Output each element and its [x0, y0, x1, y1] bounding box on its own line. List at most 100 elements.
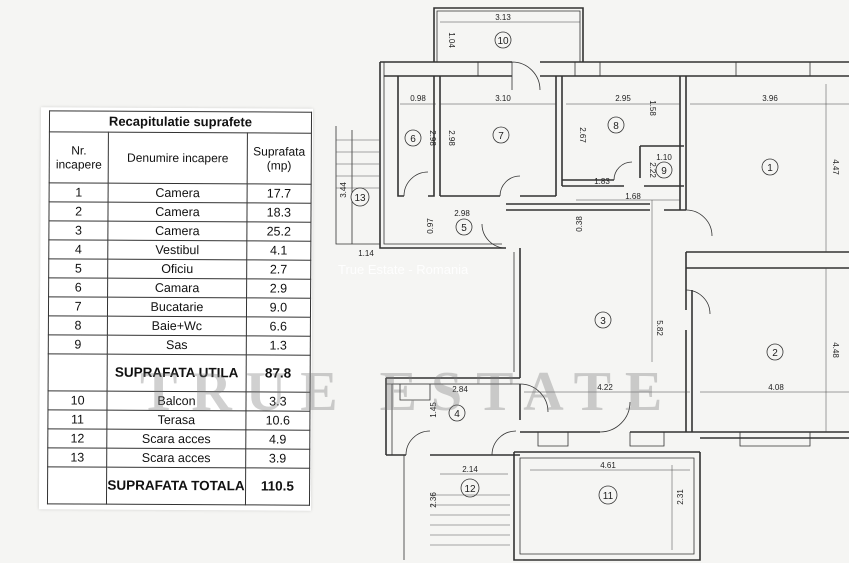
dimension-label: 4.08: [768, 383, 784, 392]
dimension-label: 1.68: [625, 192, 641, 201]
dimension-label: 2.84: [452, 385, 468, 394]
room-number: 11: [603, 491, 614, 502]
dimension-label: 2.98: [428, 130, 437, 146]
room-nr: 1: [49, 182, 109, 203]
dimension-label: 4.61: [600, 461, 616, 470]
dimension-label: 5.82: [655, 320, 664, 336]
room-marker: [492, 126, 510, 144]
room-area: 4.1: [246, 240, 311, 261]
dimension-label: 2.22: [648, 162, 657, 178]
room-area: 3.9: [245, 448, 310, 469]
room-number: 2: [772, 348, 778, 359]
room-name: Bucatarie: [107, 297, 247, 317]
room-nr: 10: [47, 390, 108, 411]
room-area: 2.7: [246, 259, 311, 280]
room-marker: [766, 343, 784, 361]
dimension-label: 2.95: [615, 94, 631, 103]
room-marker: [404, 129, 422, 147]
room-marker: [350, 187, 370, 207]
room-name: Camera: [108, 221, 247, 241]
room-marker: [594, 311, 612, 329]
dimension-label: 3.10: [495, 94, 511, 103]
room-number: 10: [497, 36, 509, 47]
room-marker: [607, 116, 625, 134]
room-area: 4.9: [245, 429, 310, 450]
header-nr: Nr. incapere: [49, 131, 109, 184]
dimension-label: 1.14: [358, 249, 374, 258]
dimension-label: 1.10: [656, 153, 672, 162]
dimension-label: 2.14: [462, 465, 478, 474]
dimension-label: 2.98: [454, 209, 470, 218]
dimension-label: 4.47: [831, 159, 840, 175]
room-name: Vestibul: [107, 240, 247, 260]
room-name: Camera: [108, 202, 247, 222]
room-nr: 12: [47, 428, 108, 449]
room-nr: 13: [47, 447, 107, 468]
room-name: Camera: [108, 183, 247, 203]
dimension-label: 2.98: [447, 130, 456, 146]
dimension-label: 0.98: [410, 94, 426, 103]
room-marker: [460, 478, 480, 498]
header-name: Denumire incapere: [108, 132, 248, 184]
room-area: 1.3: [245, 335, 311, 356]
dimension-label: 0.38: [575, 216, 584, 232]
room-marker: [598, 485, 618, 505]
total-area-value: 110.5: [245, 467, 310, 506]
floor-plan: 1 2 3 4 5 6 7 8 9 10 11: [310, 0, 849, 563]
room-marker: [494, 31, 512, 49]
room-nr: 2: [48, 201, 109, 222]
room-nr: 4: [48, 239, 109, 260]
dimension-label: 4.22: [597, 383, 613, 392]
dimension-label: 2.31: [676, 489, 685, 505]
room-name: Sas: [107, 335, 247, 355]
room-number: 12: [464, 484, 476, 495]
dimension-labels: 3.13 1.04 0.98 3.10 2.95 3.96 2.98 2.98 …: [339, 13, 840, 508]
dimension-label: 3.44: [339, 182, 348, 198]
room-number: 5: [461, 223, 467, 234]
room-marker: [655, 161, 673, 179]
room-number: 8: [613, 121, 619, 132]
room-area: 18.3: [246, 202, 312, 223]
dimension-label: 1.04: [447, 32, 456, 48]
dimension-label: 3.13: [495, 13, 511, 22]
room-nr: 7: [48, 296, 108, 317]
room-nr: 9: [48, 334, 108, 355]
room-area: 2.9: [246, 278, 311, 299]
summary-title: Recapitulatie suprafete: [49, 110, 312, 134]
total-area-row: SUPRAFATA TOTALA 110.5: [47, 466, 310, 506]
watermark-caption: True Estate - Romania: [338, 262, 469, 277]
empty-cell: [48, 353, 108, 392]
door-swings: [403, 61, 713, 456]
empty-cell: [47, 466, 107, 505]
room-nr: 5: [48, 258, 108, 279]
dimension-label: 1.83: [594, 177, 610, 186]
room-area: 9.0: [246, 297, 311, 318]
room-marker: [761, 158, 779, 176]
stair-treads: [336, 139, 510, 546]
dimension-label: 3.96: [762, 94, 778, 103]
room-name: Baie+Wc: [107, 316, 247, 336]
room-area: 25.2: [246, 221, 311, 242]
header-area: Suprafata (mp): [246, 132, 312, 185]
room-number-markers: 1 2 3 4 5 6 7 8 9 10 11: [350, 31, 784, 505]
room-name: Camara: [107, 278, 247, 298]
dimension-label: 4.48: [831, 342, 840, 358]
area-summary-table: Recapitulatie suprafete Nr. incapere Den…: [47, 110, 312, 506]
dimension-label: 1.45: [429, 402, 438, 418]
dimension-label: 1.58: [648, 100, 657, 116]
room-nr: 11: [47, 409, 108, 430]
room-number: 1: [767, 163, 773, 174]
dimension-label: 2.36: [429, 492, 438, 508]
room-marker: [455, 218, 473, 236]
